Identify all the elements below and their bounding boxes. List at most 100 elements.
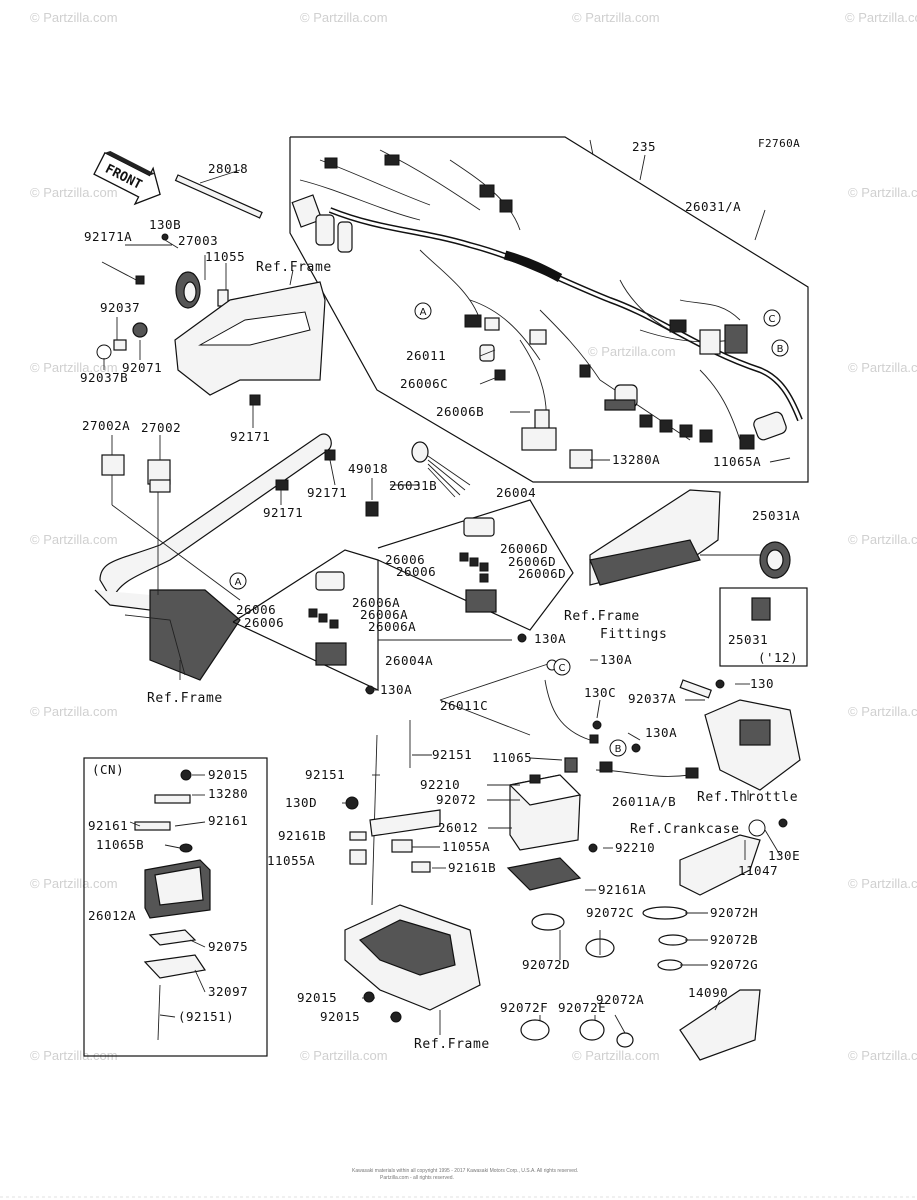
figure-code: F2760A (758, 137, 800, 150)
part-number: 26006D (518, 566, 566, 581)
left-top-parts (96, 169, 263, 370)
part-number: 26004 (496, 485, 536, 500)
part-number: 92072F (500, 1000, 548, 1015)
watermark: © Partzilla.com (588, 344, 676, 359)
part-number: 26006 (244, 615, 284, 630)
ref-frame-label: Ref.Frame (147, 691, 223, 706)
leader-lines (129, 154, 791, 1035)
watermark: © Partzilla.com (572, 10, 660, 25)
part-number: 130B (149, 217, 181, 232)
part-number: 26006C (400, 376, 448, 391)
part-number: 26012A (88, 908, 136, 923)
part-number: 92151 (305, 767, 345, 782)
part-number: 26011 (406, 348, 446, 363)
cn-inset-box (83, 757, 268, 1057)
part-number: 92171A (84, 229, 132, 244)
part-number: 92072E (558, 1000, 606, 1015)
main-wiring-harness (291, 149, 803, 469)
part-number: 26004A (385, 653, 433, 668)
part-number: 92161B (448, 860, 496, 875)
throttle-area (679, 679, 801, 800)
callout-a-mid: A (229, 572, 247, 590)
callout-label: B (777, 344, 784, 355)
part-number: 92161A (598, 882, 646, 897)
callout-label: B (615, 744, 622, 755)
part-number: 92015 (297, 990, 337, 1005)
watermark: © Partzilla.com (30, 185, 118, 200)
part-number: 26006A (360, 607, 408, 622)
part-number: 32097 (208, 984, 248, 999)
part-number: 92072C (586, 905, 634, 920)
part-number: 130D (285, 795, 317, 810)
part-number: 26011A/B (612, 794, 676, 809)
part-number: 92015 (208, 767, 248, 782)
part-number: 92072B (710, 932, 758, 947)
callout-label: A (420, 307, 427, 318)
watermark: © Partzilla.com (572, 1048, 660, 1063)
part-number: 130E (768, 848, 800, 863)
watermark: © Partzilla.com (848, 876, 917, 891)
part-number: 26006D (500, 541, 548, 556)
watermark: © Partzilla.com (848, 1048, 917, 1063)
part-number: 92210 (615, 840, 655, 855)
part-number: 11055A (442, 839, 490, 854)
watermark: © Partzilla.com (30, 876, 118, 891)
part-number: 92171 (263, 505, 303, 520)
ref-frame-fittings-label: Fittings (600, 627, 667, 642)
part-number: 11047 (738, 863, 778, 878)
part-number: 92072 (436, 792, 476, 807)
part-number: 14090 (688, 985, 728, 1000)
callout-b-mid: B (609, 739, 627, 757)
fuse-box-26004 (377, 499, 574, 643)
watermark: © Partzilla.com (300, 10, 388, 25)
part-number: 130A (380, 682, 412, 697)
part-number: 27002 (141, 420, 181, 435)
part-number: 26006A (368, 619, 416, 634)
ref-crankcase-label: Ref.Crankcase (630, 822, 740, 837)
front-arrow: FRONT (93, 151, 161, 206)
part-number: 92210 (420, 777, 460, 792)
part-number: 27003 (178, 233, 218, 248)
part-number: 92037A (628, 691, 676, 706)
part-number: 26006 (236, 602, 276, 617)
part-number: 11055 (205, 249, 245, 264)
callout-b-top: B (771, 339, 789, 357)
part-number: 92072D (522, 957, 570, 972)
main-harness-box (289, 136, 809, 483)
part-number: 130 (750, 676, 774, 691)
cn-title: (CN) (92, 762, 124, 777)
watermark: © Partzilla.com (300, 1048, 388, 1063)
part-number: 26006 (385, 552, 425, 567)
part-number: 26031/A (685, 199, 741, 214)
part-number: 130A (534, 631, 566, 646)
copyright-footer: Kawasaki materials within all copyright … (352, 1168, 578, 1174)
part-number: 92037 (100, 300, 140, 315)
part-number: 13280A (612, 452, 660, 467)
part-number: 11055A (267, 853, 315, 868)
part-number: 130A (645, 725, 677, 740)
frame-fittings (589, 489, 808, 667)
part-number: 25031 (728, 632, 768, 647)
part-number: 26031B (389, 478, 437, 493)
ref-frame-label: Ref.Frame (256, 260, 332, 275)
watermark-layer: © Partzilla.com © Partzilla.com © Partzi… (30, 10, 917, 1063)
part-number: 130C (584, 685, 616, 700)
part-number: 92015 (320, 1009, 360, 1024)
callout-a-top: A (414, 302, 432, 320)
part-number: 92072A (596, 992, 644, 1007)
watermark: © Partzilla.com (848, 704, 917, 719)
part-number: 26006A (352, 595, 400, 610)
watermark: © Partzilla.com (30, 360, 118, 375)
copyright-footer: Partzilla.com - all rights reserved. (380, 1175, 454, 1181)
watermark: © Partzilla.com (848, 360, 917, 375)
relay-connector-group (365, 441, 471, 517)
part-number: 92161 (208, 813, 248, 828)
crankcase-clamps (520, 818, 788, 1061)
part-number: 92072H (710, 905, 758, 920)
callout-label: A (235, 577, 242, 588)
battery-holder (344, 720, 481, 1023)
part-number: 92072G (710, 957, 758, 972)
part-number: 26012 (438, 820, 478, 835)
ref-frame-fittings-label: Ref.Frame (564, 609, 640, 624)
part-number: 13280 (208, 786, 248, 801)
